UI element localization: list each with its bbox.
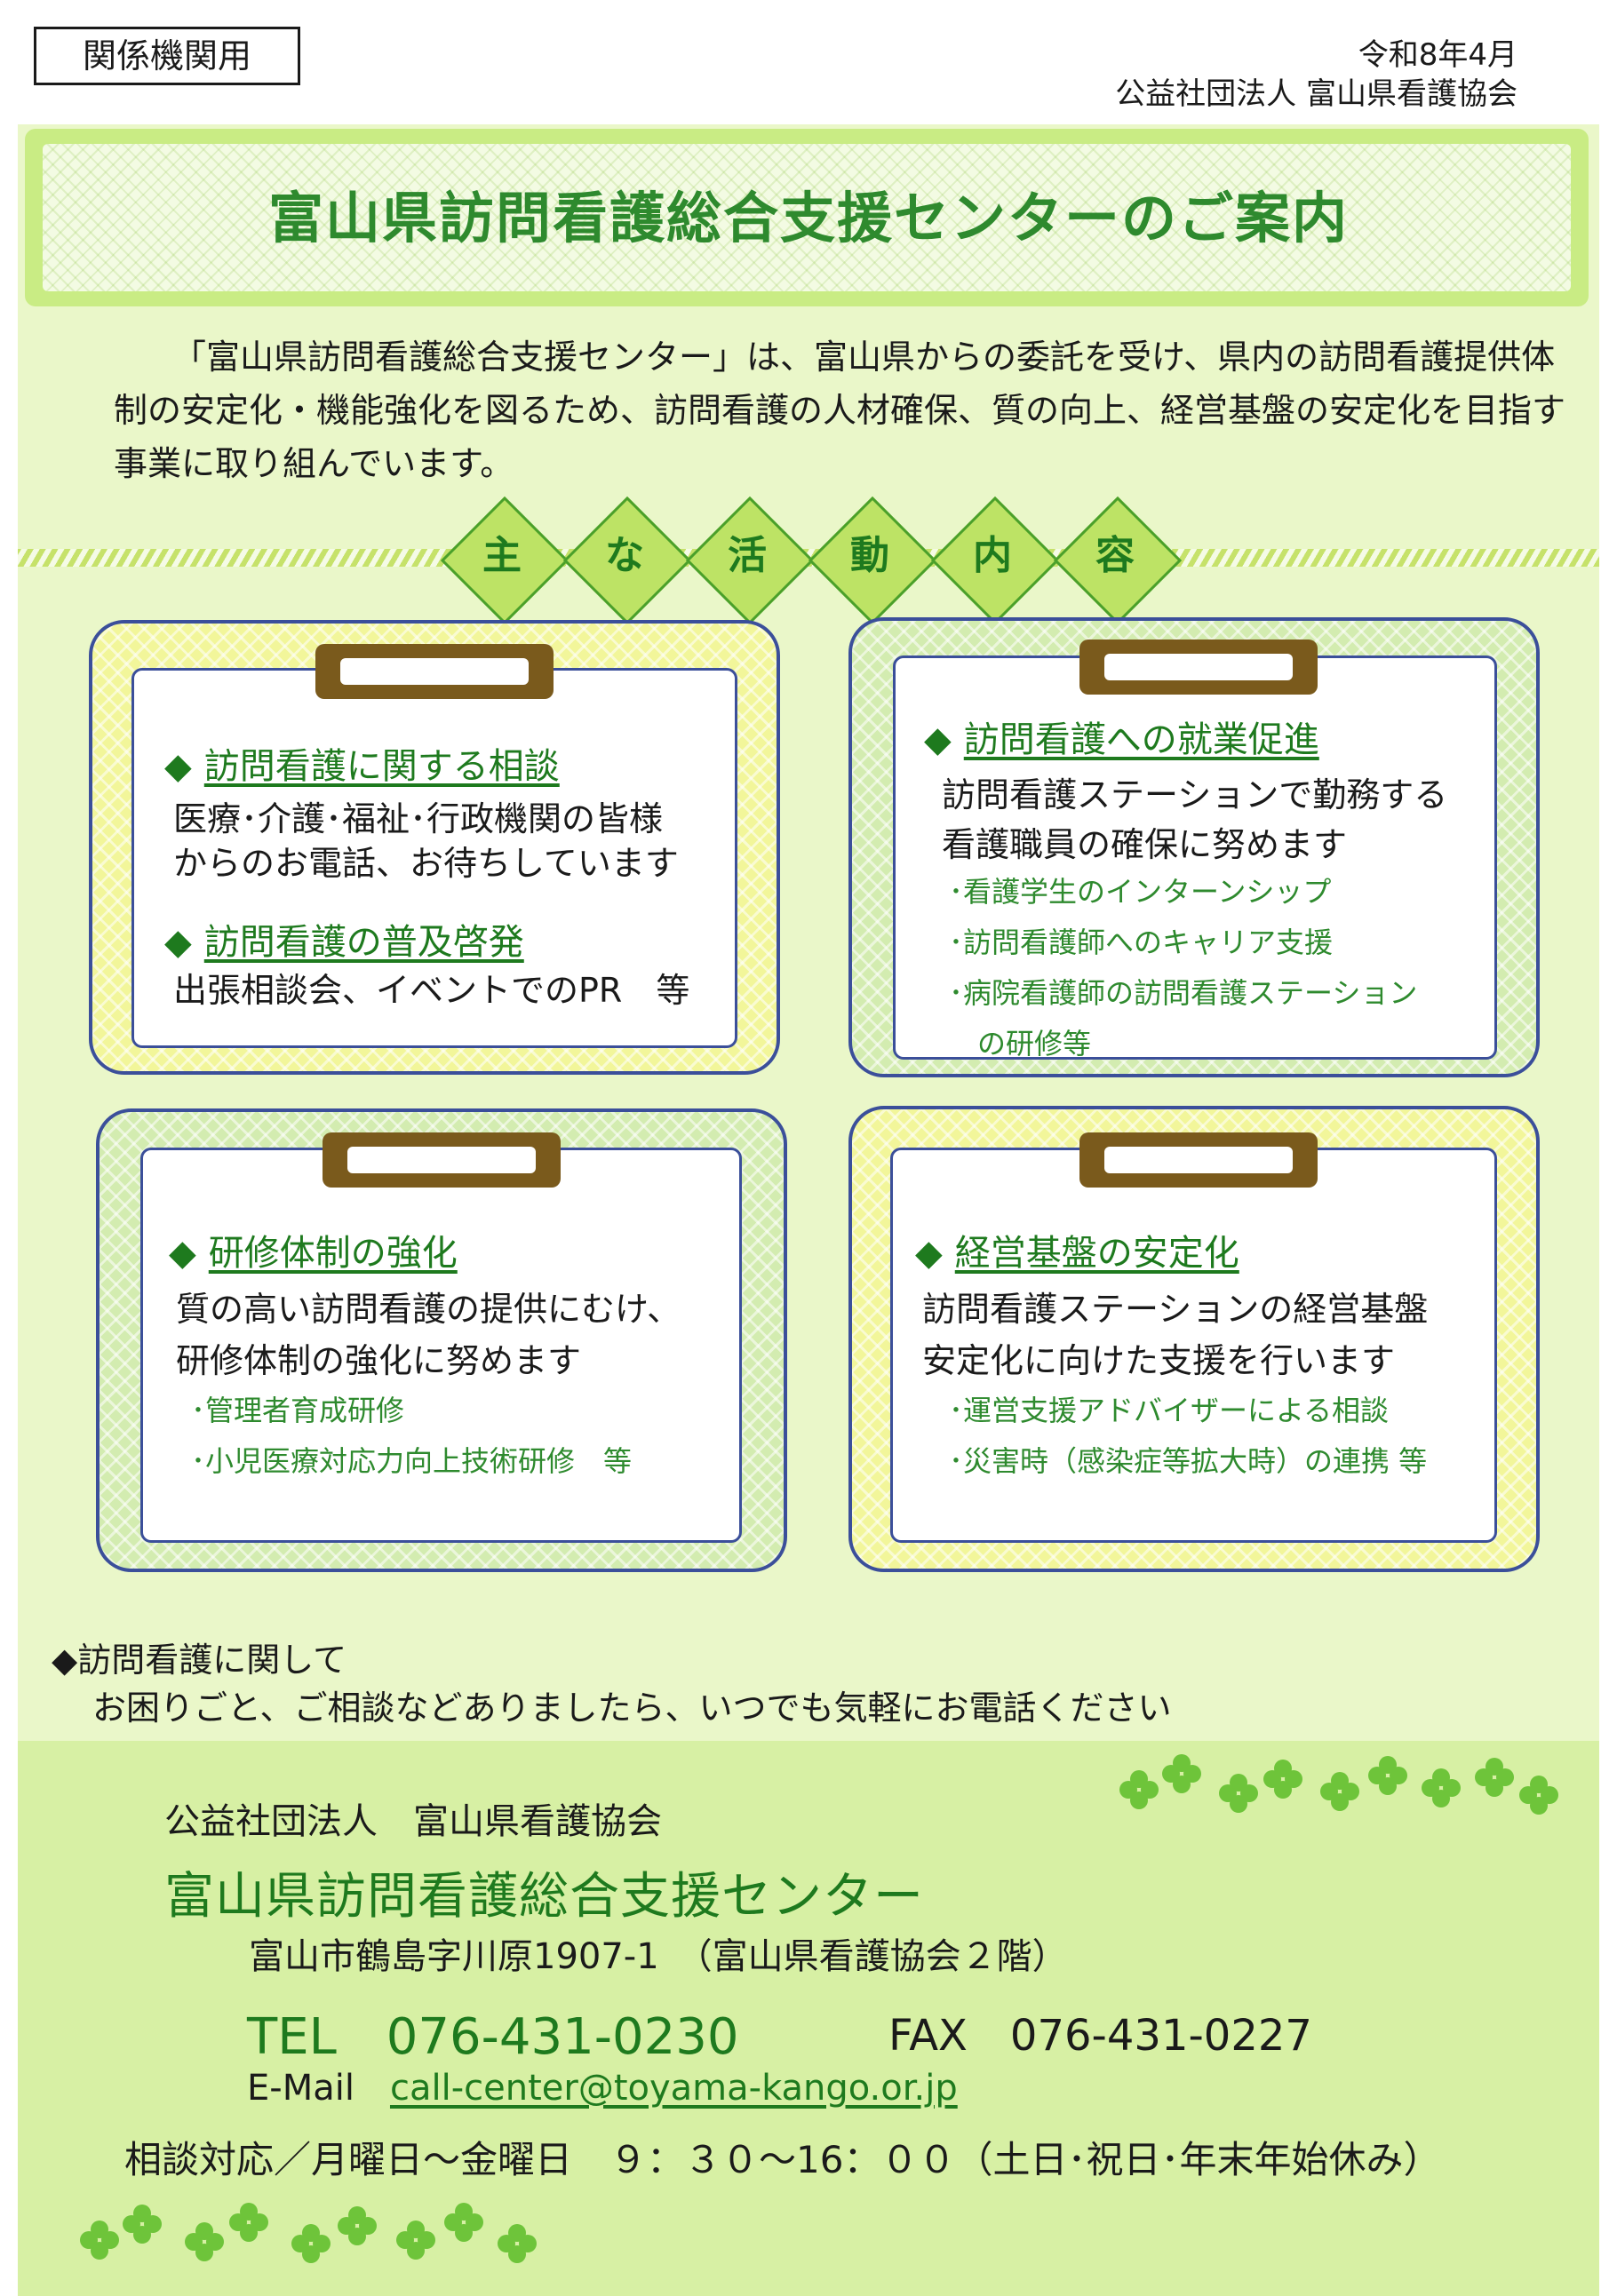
clipboard-clip-icon — [1079, 1132, 1318, 1188]
clover-icon — [185, 2222, 224, 2261]
clover-icon — [1519, 1776, 1558, 1815]
clover-icon — [229, 2203, 268, 2242]
contact-email-row: E-Mail call-center@toyama-kango.or.jp — [247, 2068, 958, 2109]
clover-icon — [123, 2205, 162, 2244]
list-item: ･災害時（感染症等拡大時）の連携 等 — [949, 1444, 1428, 1478]
list-item: ･病院看護師の訪問看護ステーション — [949, 976, 1418, 1010]
section-heading-char: な — [562, 496, 692, 625]
card-heading: ◆訪問看護の普及啓発 — [164, 922, 524, 963]
contact-center-name: 富山県訪問看護総合支援センター — [164, 1868, 924, 1926]
card-consultation-panel — [131, 668, 737, 1048]
card-list: ･管理者育成研修 ･小児医療対応力向上技術研修 等 — [191, 1386, 632, 1487]
section-heading-char: 動 — [808, 496, 937, 625]
contact-hours: 相談対応／月曜日～金曜日 ９：３０～16：００（土日･祝日･年末年始休み） — [124, 2138, 1441, 2181]
issue-info: 令和8年4月 公益社団法人 富山県看護協会 — [1115, 36, 1517, 114]
contact-org: 公益社団法人 富山県看護協会 — [164, 1801, 662, 1842]
list-item: ･運営支援アドバイザーによる相談 — [949, 1394, 1390, 1427]
issue-date: 令和8年4月 — [1358, 37, 1517, 73]
section-heading-char: 主 — [440, 496, 570, 625]
card-heading: ◆研修体制の強化 — [169, 1233, 458, 1274]
diamond-bullet-icon: ◆ — [915, 1233, 943, 1274]
clipboard-clip-icon — [1079, 640, 1318, 695]
clover-icon — [80, 2221, 119, 2260]
card-body: 訪問看護ステーションの経営基盤 安定化に向けた支援を行います — [922, 1290, 1429, 1380]
list-item: ･訪問看護師へのキャリア支援 — [949, 926, 1334, 959]
note-heading: ◆訪問看護に関して — [52, 1641, 347, 1680]
diamond-bullet-icon: ◆ — [924, 719, 952, 760]
section-heading-char: 容 — [1053, 496, 1183, 625]
intro-paragraph: 「富山県訪問看護総合支援センター」は、富山県からの委託を受け、県内の訪問看護提供… — [114, 338, 1566, 483]
clover-icon — [396, 2221, 435, 2260]
page-title: 富山県訪問看護総合支援センターのご案内 — [267, 186, 1349, 250]
clover-icon — [1119, 1770, 1159, 1809]
clover-icon — [1219, 1774, 1258, 1813]
email-link[interactable]: call-center@toyama-kango.or.jp — [389, 2068, 958, 2109]
contact-background — [18, 1741, 1599, 2296]
card-management-panel — [890, 1148, 1497, 1543]
issuer: 公益社団法人 富山県看護協会 — [1115, 76, 1517, 112]
clover-decoration — [80, 2201, 578, 2281]
clover-icon — [1263, 1760, 1302, 1799]
audience-tag: 関係機関用 — [34, 27, 300, 85]
card-body: 訪問看護ステーションで勤務する 看護職員の確保に努めます — [942, 775, 1448, 864]
contact-tel: TEL 076-431-0230 — [247, 2008, 739, 2066]
section-heading-char: 活 — [685, 496, 815, 625]
card-heading: ◆訪問看護に関する相談 — [164, 746, 560, 787]
clover-icon — [1422, 1768, 1461, 1807]
list-item: ･看護学生のインターンシップ — [949, 875, 1332, 909]
clover-icon — [1320, 1772, 1359, 1811]
diamond-bullet-icon: ◆ — [164, 746, 192, 787]
card-list: ･看護学生のインターンシップ ･訪問看護師へのキャリア支援 ･病院看護師の訪問看… — [949, 867, 1417, 1069]
clover-icon — [498, 2224, 537, 2263]
clover-icon — [338, 2206, 377, 2245]
card-heading: ◆訪問看護への就業促進 — [924, 719, 1319, 760]
contact-address: 富山市鶴島字川原1907-1 （富山県看護協会２階） — [249, 1936, 1068, 1977]
clover-icon — [291, 2224, 331, 2263]
diamond-bullet-icon: ◆ — [164, 922, 192, 963]
clover-icon — [444, 2203, 483, 2242]
clover-icon — [1162, 1754, 1201, 1793]
clipboard-clip-icon — [323, 1132, 561, 1188]
section-heading-char: 内 — [930, 496, 1060, 625]
clover-decoration — [1111, 1754, 1573, 1825]
email-label: E-Mail — [247, 2068, 354, 2109]
contact-fax: FAX 076-431-0227 — [888, 2011, 1312, 2061]
clipboard-clip-icon — [315, 644, 554, 699]
clover-icon — [1368, 1756, 1407, 1795]
card-list: ･運営支援アドバイザーによる相談 ･災害時（感染症等拡大時）の連携 等 — [949, 1386, 1427, 1487]
list-item: ･小児医療対応力向上技術研修 等 — [191, 1444, 633, 1478]
card-heading: ◆経営基盤の安定化 — [915, 1233, 1239, 1274]
card-body: 医療･介護･福祉･行政機関の皆様 からのお電話、お待ちしています — [173, 799, 679, 883]
note: ◆訪問看護に関して お困りごと、ご相談などありましたら、いつでも気軽にお電話くだ… — [52, 1636, 1171, 1732]
list-item: の研修等 — [949, 1027, 1092, 1061]
card-body: 質の高い訪問看護の提供にむけ、 研修体制の強化に努めます — [176, 1290, 681, 1380]
clover-icon — [1475, 1758, 1514, 1797]
list-item: ･管理者育成研修 — [191, 1394, 405, 1427]
note-text: お困りごと、ご相談などありましたら、いつでも気軽にお電話ください — [92, 1688, 1172, 1728]
diamond-bullet-icon: ◆ — [169, 1233, 196, 1274]
title-panel — [43, 144, 1571, 291]
card-body: 出張相談会、イベントでのPR 等 — [173, 971, 690, 1010]
